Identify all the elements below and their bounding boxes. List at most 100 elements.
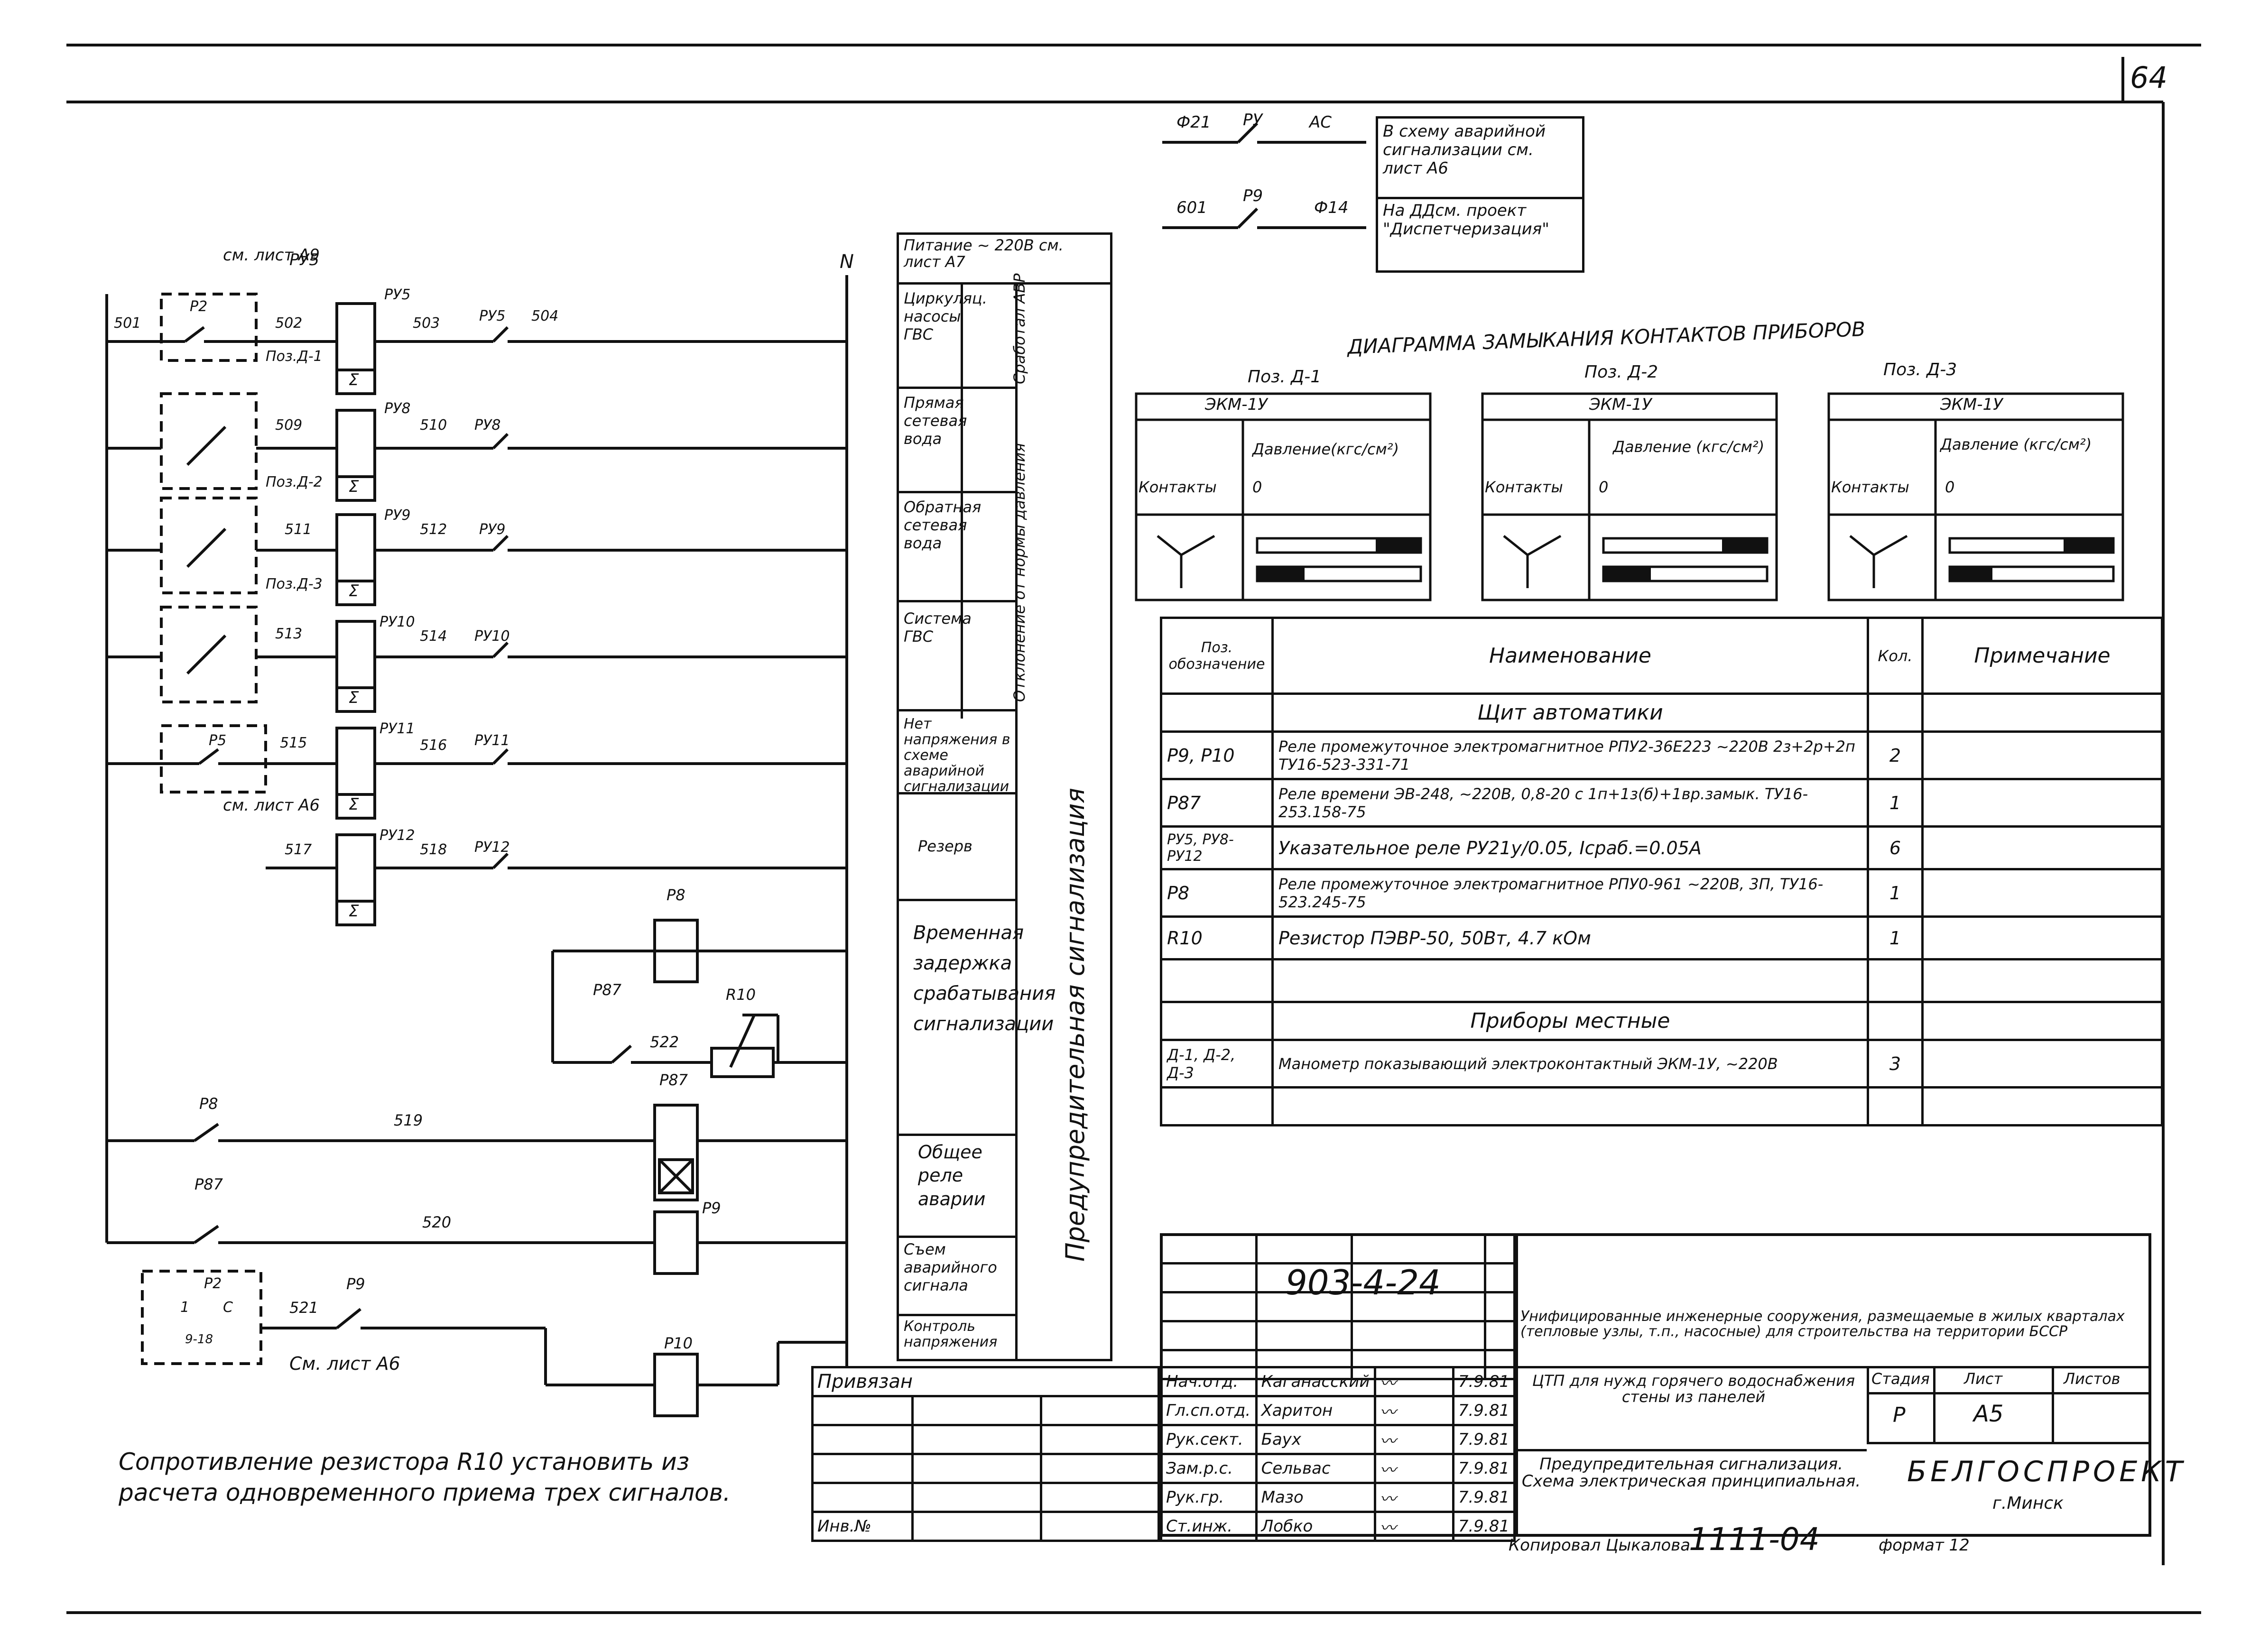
- gauge-pos: Поз. Д-3: [1883, 360, 1957, 379]
- org-city: г.Минск: [1992, 1494, 2064, 1513]
- spec-name: Манометр показывающий электроконтактный …: [1271, 1039, 1869, 1089]
- contact-label: R10: [726, 986, 756, 1004]
- gauge-zero: 0: [1599, 478, 1609, 496]
- title-grid: [1160, 1233, 1516, 1380]
- contact-label: Р8: [667, 886, 685, 904]
- wire-label: Р9: [1243, 186, 1263, 205]
- contact-label: Р8: [199, 1095, 218, 1113]
- spec-header: Поз. обозначение: [1160, 617, 1274, 695]
- spec-name: Резистор ПЭВР-50, 50Вт, 4.7 кОм: [1271, 915, 1869, 960]
- contact-label: Р5: [209, 732, 227, 749]
- staff-name: Харитон: [1255, 1395, 1376, 1426]
- sheet-name: Предупредительная сигнализация. Схема эл…: [1521, 1455, 1861, 1491]
- sheet-value: А5: [1973, 1401, 2004, 1427]
- linked-label: Привязан: [811, 1366, 1160, 1397]
- relay-label: РУ11: [474, 732, 510, 749]
- staff-row: Рук.гр.Мазо〰7.9.81: [1160, 1482, 1516, 1513]
- stage-value: Р: [1893, 1403, 1906, 1427]
- signal-row: Резерв: [918, 837, 972, 855]
- gauge-zero: 0: [1945, 478, 1955, 496]
- format-label: формат 12: [1879, 1536, 1970, 1555]
- spec-section: Щит автоматики: [1271, 692, 1869, 733]
- signature: 〰: [1373, 1453, 1454, 1484]
- pos-label: Поз.Д-3: [266, 576, 323, 592]
- relay-label: Р87: [659, 1071, 688, 1089]
- gauge-zero: 0: [1252, 478, 1262, 496]
- signature: 〰: [1373, 1482, 1454, 1513]
- wire-label: АС: [1309, 113, 1332, 132]
- relay-label: Р9: [702, 1199, 721, 1217]
- contact-label: Р9: [346, 1275, 365, 1293]
- button-label: 9-18: [185, 1332, 213, 1347]
- project-name: Унифицированные инженерные сооружения, р…: [1520, 1308, 2125, 1340]
- gauge-type: ЭКМ-1У: [1940, 395, 2003, 414]
- relay-label: РУ10: [474, 628, 510, 645]
- spec-header: Кол.: [1867, 617, 1924, 695]
- relay-label: РУ12: [380, 827, 415, 844]
- staff-name: Баух: [1255, 1424, 1376, 1455]
- wire-label: 504: [531, 308, 559, 324]
- wire-label: 509: [275, 417, 303, 434]
- staff-role: Нач.отд.: [1160, 1366, 1258, 1397]
- spec-name: Указательное реле РУ21у/0.05, Iсраб.=0.0…: [1271, 825, 1869, 870]
- staff-role: Рук.гр.: [1160, 1482, 1258, 1513]
- signal-header: Питание ~ 220В см. лист А7: [904, 236, 1064, 271]
- button-label: С: [223, 1299, 233, 1316]
- neutral-label: N: [840, 251, 854, 273]
- relay-label: РУ12: [474, 839, 510, 856]
- spec-qty: 6: [1867, 825, 1924, 870]
- wire-label: 501: [114, 315, 141, 332]
- page-number: 64: [2130, 60, 2167, 95]
- staff-date: 7.9.81: [1452, 1453, 1516, 1484]
- wire-label: 516: [420, 737, 447, 754]
- wire-label: 522: [650, 1033, 679, 1051]
- staff-date: 7.9.81: [1452, 1424, 1516, 1455]
- button-label: 1: [180, 1299, 190, 1316]
- contact-label: Р2: [190, 298, 208, 315]
- gauge-pressure: Давление(кгс/см²): [1252, 440, 1399, 458]
- vertical-label: Сработал АВР: [1010, 273, 1028, 384]
- contact-label: Р87: [593, 981, 622, 999]
- spec-pos: Р8: [1160, 868, 1274, 918]
- gauge-type: ЭКМ-1У: [1589, 395, 1652, 414]
- relay-label: РУ9: [384, 507, 411, 524]
- spec-table: Поз. обозначение Наименование Кол. Приме…: [1160, 617, 2163, 1126]
- staff-name: Мазо: [1255, 1482, 1376, 1513]
- signature: 〰: [1373, 1395, 1454, 1426]
- signal-row: Система ГВС: [904, 609, 972, 646]
- wire-label: 518: [420, 841, 447, 858]
- signal-row: Контроль напряжения: [904, 1318, 998, 1350]
- staff-role: Зам.р.с.: [1160, 1453, 1258, 1484]
- spec-header: Примечание: [1921, 617, 2163, 695]
- signal-row: Съем аварийного сигнала: [904, 1240, 997, 1294]
- signal-row: Обратная сетевая вода: [904, 498, 982, 552]
- signal-row: Нет напряжения в схеме аварийной сигнали…: [904, 716, 1010, 795]
- relay-sigma: Σ: [349, 902, 359, 921]
- staff-date: 7.9.81: [1452, 1366, 1516, 1397]
- staff-name: Каганасский: [1255, 1366, 1376, 1397]
- signal-row: Общее реле аварии: [918, 1142, 986, 1209]
- staff-row: Нач.отд.Каганасский〰7.9.81: [1160, 1366, 1516, 1397]
- relay-sigma: Σ: [349, 477, 359, 496]
- gauge-pos: Поз. Д-2: [1584, 362, 1658, 382]
- gauge-contacts: Контакты: [1139, 478, 1217, 496]
- spec-qty: 2: [1867, 730, 1924, 780]
- relay-label: РУ5: [479, 308, 506, 324]
- spec-pos: Р87: [1160, 778, 1274, 828]
- wire-label: Ф14: [1314, 198, 1349, 217]
- staff-name: Лобко: [1255, 1511, 1376, 1542]
- gauge-pressure: Давление (кгс/см²): [1940, 435, 2092, 453]
- signal-table: Питание ~ 220В см. лист А7 Циркуляц. нас…: [897, 232, 1112, 1361]
- spec-header: Наименование: [1271, 617, 1869, 695]
- wire-label: 511: [285, 521, 312, 538]
- wire-label: 502: [275, 315, 303, 332]
- spec-qty: 1: [1867, 868, 1924, 918]
- contact-label: Р87: [194, 1175, 223, 1193]
- pos-label: Поз.Д-2: [266, 474, 323, 490]
- object-name: ЦТП для нужд горячего водоснабжения стен…: [1532, 1372, 1855, 1406]
